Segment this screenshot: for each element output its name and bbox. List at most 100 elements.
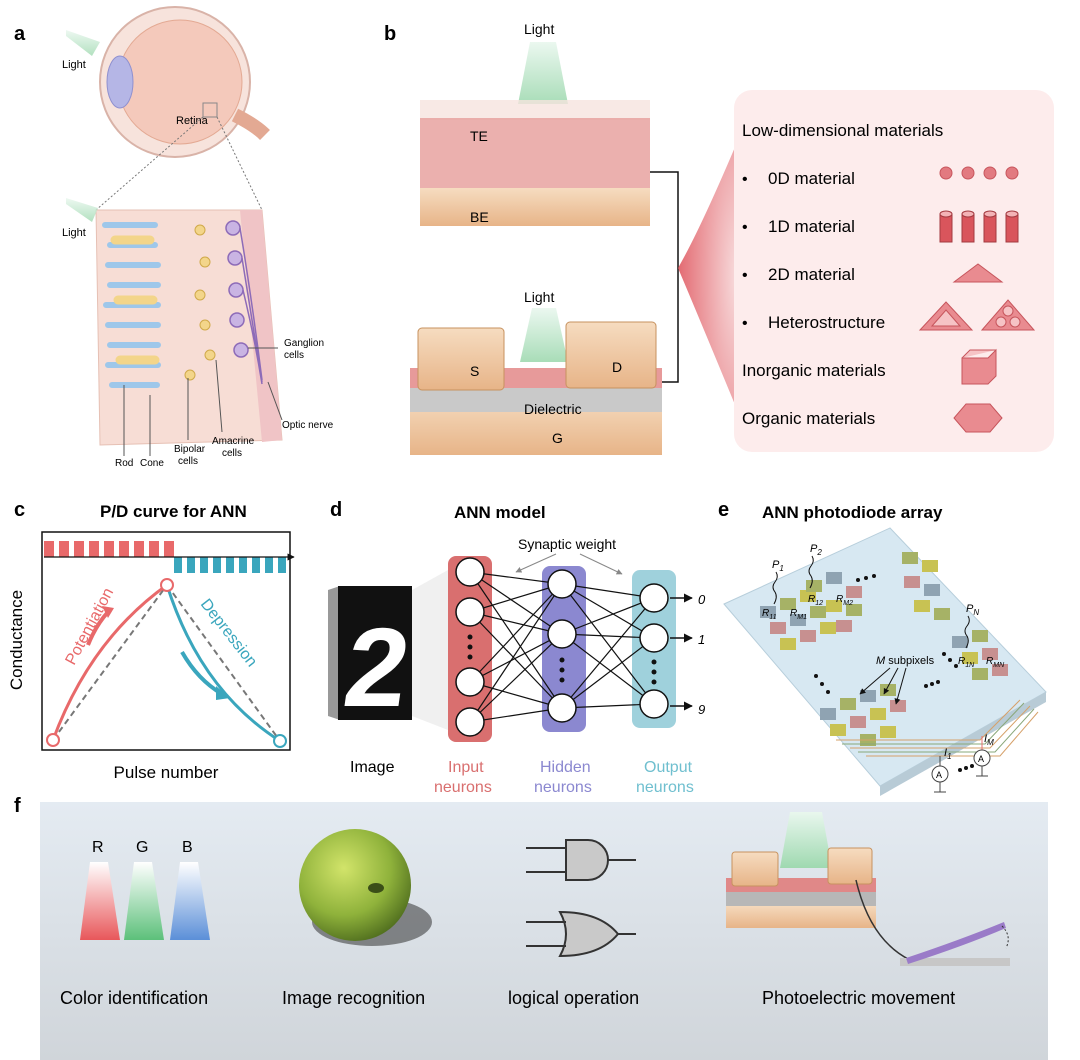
or-gate-icon	[558, 910, 620, 958]
panel-c-letter: c	[14, 499, 25, 521]
and-gate-icon	[565, 839, 609, 881]
output-neurons	[639, 583, 669, 719]
panel-c: c P/D curve for ANN Conductance Pulse nu…	[7, 499, 295, 782]
pn-label: PN	[966, 603, 979, 617]
caption-movement: Photoelectric movement	[762, 988, 955, 1008]
pd-xlabel: Pulse number	[114, 763, 219, 782]
bipolar-cells	[184, 224, 216, 381]
ganglion-label-1: Ganglion	[284, 338, 324, 349]
panel-d: d ANN model Synaptic weight 2 Image	[328, 499, 706, 796]
pd-linear-pot	[52, 584, 168, 741]
pot-arrow-head	[102, 606, 114, 618]
f-wire	[855, 879, 911, 961]
bullet-0d: •	[742, 171, 748, 188]
ann-title: ANN model	[454, 503, 546, 522]
actuator-film	[906, 922, 1006, 964]
mnist-image	[338, 586, 412, 720]
bipolar-label-1: Bipolar	[174, 444, 206, 455]
light-label-a2: Light	[62, 227, 86, 239]
dielectric-layer	[410, 388, 662, 412]
i1-label: I1	[944, 747, 952, 761]
dielectric-label: Dielectric	[524, 401, 582, 417]
panel-b-letter: b	[384, 23, 396, 45]
synaptic-arrow-right	[579, 553, 623, 575]
panel-e-letter: e	[718, 499, 729, 521]
drain-electrode	[565, 321, 657, 389]
pd-linear-dep	[166, 584, 281, 742]
source-electrode	[417, 327, 505, 391]
bullet-1d: •	[742, 219, 748, 236]
bullet-hetero: •	[742, 315, 748, 332]
array-wires	[836, 699, 1039, 757]
potentiation-curve	[51, 583, 168, 741]
callout-spike	[678, 140, 738, 412]
light-beam-a2	[66, 198, 98, 222]
retina-label: Retina	[176, 115, 209, 127]
input-label-1: Input	[448, 759, 484, 776]
zoom-line-right	[216, 116, 263, 211]
red-beam-icon	[80, 862, 120, 940]
caption-image: Image recognition	[282, 988, 425, 1008]
f-gate-layer	[726, 904, 876, 928]
pd-plot-frame	[41, 531, 291, 751]
dep-arrow-head	[216, 686, 230, 700]
p2-label: P2	[810, 543, 822, 557]
apple-icon	[299, 829, 411, 941]
te-top-face	[420, 100, 650, 120]
ganglion-cells	[225, 220, 249, 358]
bracket-connector	[650, 171, 679, 383]
optic-nerve-layer	[240, 210, 282, 442]
drain-label: D	[612, 359, 622, 375]
f-dielectric-layer	[726, 892, 876, 906]
panel-a-letter: a	[14, 23, 26, 45]
panel-a: a Light Retina Light G	[14, 6, 334, 469]
output-label-9: 9	[698, 702, 705, 717]
optic-nerve-pointer	[267, 381, 283, 421]
image-projection	[412, 570, 448, 730]
pd-point-min-left	[46, 733, 60, 747]
r1n-label: R1N	[958, 656, 975, 669]
amacrine-label-1: Amacrine	[212, 436, 255, 447]
image-edge	[328, 586, 340, 720]
light-beam-a	[66, 30, 100, 56]
hetero-inner-triangle-icon	[930, 309, 962, 327]
g-label: G	[136, 839, 148, 856]
subpixel-block-1	[760, 590, 836, 650]
rod-label: Rod	[115, 458, 133, 469]
output-ellipsis-dots	[651, 659, 657, 685]
item-hetero: Heterostructure	[768, 313, 885, 332]
ann-connections	[469, 571, 655, 723]
light-arrow-p1	[772, 571, 778, 605]
source-label: S	[470, 363, 479, 379]
hidden-label-1: Hidden	[540, 759, 591, 776]
array-wires-2	[842, 702, 1035, 753]
subpixel-block-4	[952, 630, 1008, 680]
light-label-a: Light	[62, 59, 86, 71]
be-layer	[420, 188, 650, 226]
bipolar-label-2: cells	[178, 456, 198, 467]
2d-triangle-icon	[952, 263, 1004, 283]
optic-nerve-label: Optic nerve	[282, 420, 334, 431]
gate-label: G	[552, 430, 563, 446]
rmn-label: RMN	[986, 656, 1005, 669]
panel-d-letter: d	[330, 499, 342, 521]
f-drain-electrode	[827, 847, 873, 885]
light-arrow-p2	[808, 555, 814, 589]
pd-pulses-potentiation	[44, 541, 174, 557]
caption-logic: logical operation	[508, 988, 639, 1008]
r-label: R	[92, 839, 104, 856]
pot-arrow	[86, 610, 110, 646]
light-beam-b-top	[518, 42, 568, 104]
b-label: B	[182, 839, 193, 856]
panel-e: e ANN photodiode array	[718, 499, 1047, 796]
pd-point-max	[160, 578, 174, 592]
item-1d: 1D material	[768, 217, 855, 236]
bending-arrow-icon	[1001, 925, 1009, 949]
pd-ylabel: Conductance	[7, 590, 26, 690]
array-ellipsis-dots	[814, 574, 974, 772]
array-title: ANN photodiode array	[762, 503, 943, 522]
output-label-0: 0	[698, 592, 706, 607]
hexagon-icon	[953, 403, 1003, 433]
m-subpixels-pointers	[859, 667, 907, 705]
be-label: BE	[470, 209, 489, 225]
